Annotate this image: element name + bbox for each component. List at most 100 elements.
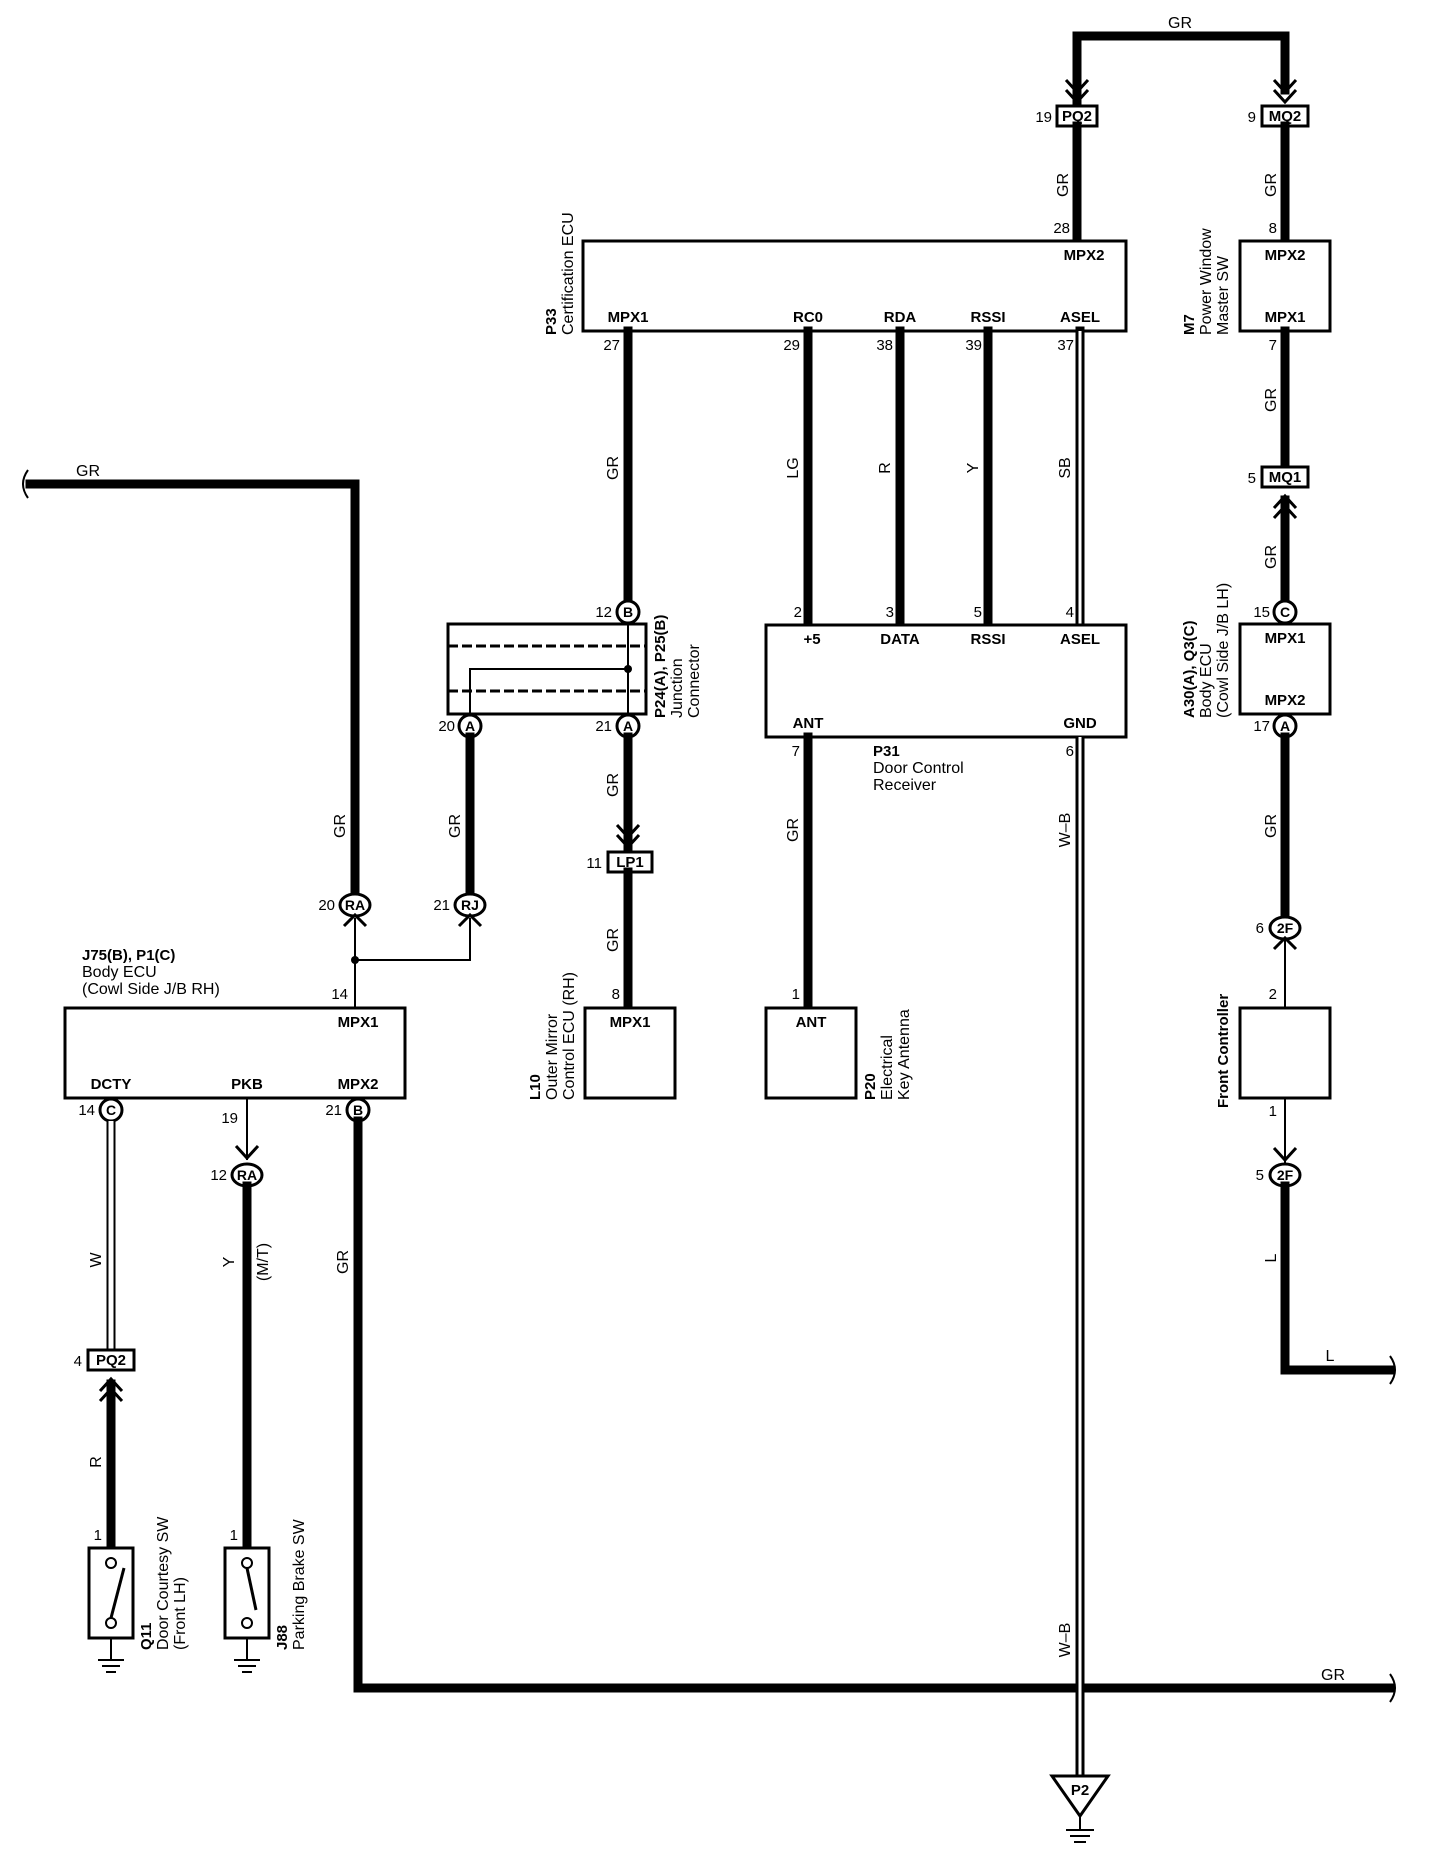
wire-color-label: GR xyxy=(605,773,622,797)
svg-text:29: 29 xyxy=(783,337,800,354)
svg-text:LP1: LP1 xyxy=(616,854,644,871)
svg-text:Junction: Junction xyxy=(669,658,686,718)
wire-top-loop: GR xyxy=(1064,15,1298,120)
wire-break-symbol xyxy=(22,469,29,499)
svg-text:5: 5 xyxy=(1248,470,1256,487)
svg-text:27: 27 xyxy=(603,337,620,354)
svg-text:Q11: Q11 xyxy=(138,1622,155,1650)
svg-text:4: 4 xyxy=(1066,604,1074,621)
svg-text:P20: P20 xyxy=(862,1073,879,1100)
svg-text:(Cowl Side J/B RH): (Cowl Side J/B RH) xyxy=(82,981,220,998)
arrow-up xyxy=(457,912,483,928)
svg-text:20: 20 xyxy=(318,897,335,914)
component-l10-outer-mirror-control-ecu: 8 MPX1 L10 Outer Mirror Control ECU (RH) xyxy=(527,972,677,1100)
svg-text:DATA: DATA xyxy=(880,631,920,648)
svg-text:ASEL: ASEL xyxy=(1060,631,1100,648)
svg-text:J88: J88 xyxy=(274,1625,291,1650)
svg-text:RSSI: RSSI xyxy=(970,309,1005,326)
wire-color-label: GR xyxy=(335,1250,352,1274)
wire-color-label: GR xyxy=(605,928,622,952)
svg-text:RSSI: RSSI xyxy=(970,631,1005,648)
svg-text:C: C xyxy=(106,1102,116,1118)
wire-color-label: GR xyxy=(605,456,622,480)
svg-text:A: A xyxy=(465,718,475,734)
svg-text:7: 7 xyxy=(792,743,800,760)
wire-color-label: Y xyxy=(965,462,982,473)
svg-text:J75(B), P1(C): J75(B), P1(C) xyxy=(82,947,175,964)
svg-text:MPX1: MPX1 xyxy=(338,1014,379,1031)
svg-text:Outer Mirror: Outer Mirror xyxy=(544,1013,561,1100)
svg-text:MQ1: MQ1 xyxy=(1269,469,1302,486)
svg-text:3: 3 xyxy=(886,604,894,621)
svg-text:19: 19 xyxy=(221,1110,238,1127)
component-j75-body-ecu-rh: J75(B), P1(C) Body ECU (Cowl Side J/B RH… xyxy=(63,947,407,1127)
connector-mq2: MQ2 9 xyxy=(1248,104,1310,128)
arrow-up xyxy=(1272,935,1298,951)
svg-text:Body ECU: Body ECU xyxy=(82,964,157,981)
connector-mq1: MQ1 5 xyxy=(1248,465,1310,489)
svg-text:9: 9 xyxy=(1248,109,1256,126)
wire-2f-l-out xyxy=(1280,1181,1395,1375)
svg-text:A: A xyxy=(1280,718,1290,734)
svg-text:MQ2: MQ2 xyxy=(1269,108,1302,125)
svg-text:6: 6 xyxy=(1066,743,1074,760)
svg-text:Receiver: Receiver xyxy=(873,777,937,794)
connector-lp1: LP1 11 xyxy=(586,850,654,874)
svg-text:RDA: RDA xyxy=(884,309,917,326)
arrow-down xyxy=(1272,1146,1298,1163)
svg-text:Front Controller: Front Controller xyxy=(1215,994,1232,1108)
svg-text:ASEL: ASEL xyxy=(1060,309,1100,326)
connector-pq2-top: PQ2 19 xyxy=(1035,104,1099,128)
wire-color-label: GR xyxy=(1321,1667,1345,1684)
svg-text:P33: P33 xyxy=(543,308,560,335)
svg-text:DCTY: DCTY xyxy=(91,1076,132,1093)
wire-break-symbol xyxy=(1389,1355,1396,1385)
wire-break-symbol xyxy=(1389,1673,1396,1703)
wire-color-label: W xyxy=(88,1252,105,1268)
svg-text:12: 12 xyxy=(210,1167,227,1184)
svg-text:2: 2 xyxy=(794,604,802,621)
svg-text:1: 1 xyxy=(230,1527,238,1544)
svg-text:MPX1: MPX1 xyxy=(610,1014,651,1031)
svg-text:Electrical: Electrical xyxy=(879,1035,896,1100)
wire-color-label: GR xyxy=(1263,173,1280,197)
component-m7-power-window-master-sw: 8 MPX2 MPX1 7 M7 Power Window Master SW xyxy=(1181,220,1332,354)
wire-color-label: R xyxy=(877,462,894,474)
svg-text:6: 6 xyxy=(1256,920,1264,937)
svg-text:2F: 2F xyxy=(1277,1167,1294,1183)
svg-text:39: 39 xyxy=(965,337,982,354)
svg-text:20: 20 xyxy=(438,718,455,735)
svg-text:L10: L10 xyxy=(527,1074,544,1100)
svg-text:7: 7 xyxy=(1269,337,1277,354)
wire-color-label: GR xyxy=(785,818,802,842)
svg-text:MPX2: MPX2 xyxy=(1265,247,1306,264)
svg-text:P2: P2 xyxy=(1071,1782,1089,1799)
connector-ra-bottom: RA 12 xyxy=(210,1162,264,1188)
component-p31-door-control-receiver: 2 3 5 4 +5 DATA RSSI ASEL ANT GND 7 6 P3… xyxy=(764,604,1128,794)
connector-2f-top: 2F 6 xyxy=(1256,915,1302,941)
wire-color-label: L xyxy=(1263,1253,1280,1262)
svg-text:2: 2 xyxy=(1269,986,1277,1003)
svg-text:C: C xyxy=(1280,604,1290,620)
svg-text:RA: RA xyxy=(345,897,365,913)
component-a30-body-ecu-lh: C 15 MPX1 MPX2 A 17 A30(A), Q3(C) Body E… xyxy=(1181,583,1332,739)
svg-text:Connector: Connector xyxy=(686,644,703,718)
svg-text:PQ2: PQ2 xyxy=(1062,108,1092,125)
wire-color-label: W–B xyxy=(1057,1623,1074,1658)
svg-text:RC0: RC0 xyxy=(793,309,823,326)
svg-text:1: 1 xyxy=(792,986,800,1003)
ground-point-p2: P2 xyxy=(1049,1774,1111,1843)
svg-text:8: 8 xyxy=(612,986,620,1003)
svg-text:PKB: PKB xyxy=(231,1076,263,1093)
svg-text:RA: RA xyxy=(237,1167,257,1183)
svg-text:Master SW: Master SW xyxy=(1215,255,1232,335)
svg-text:RJ: RJ xyxy=(461,897,479,913)
svg-text:8: 8 xyxy=(1269,220,1277,237)
wire-color-label: GR xyxy=(447,814,464,838)
svg-text:5: 5 xyxy=(1256,1167,1264,1184)
wire-junction-rj xyxy=(355,918,471,961)
svg-text:14: 14 xyxy=(331,986,348,1003)
component-p24-junction-connector: B 12 A 20 A 21 P24(A), P25(B) Junction C… xyxy=(438,599,703,739)
wire-color-label: L xyxy=(1326,1348,1335,1365)
